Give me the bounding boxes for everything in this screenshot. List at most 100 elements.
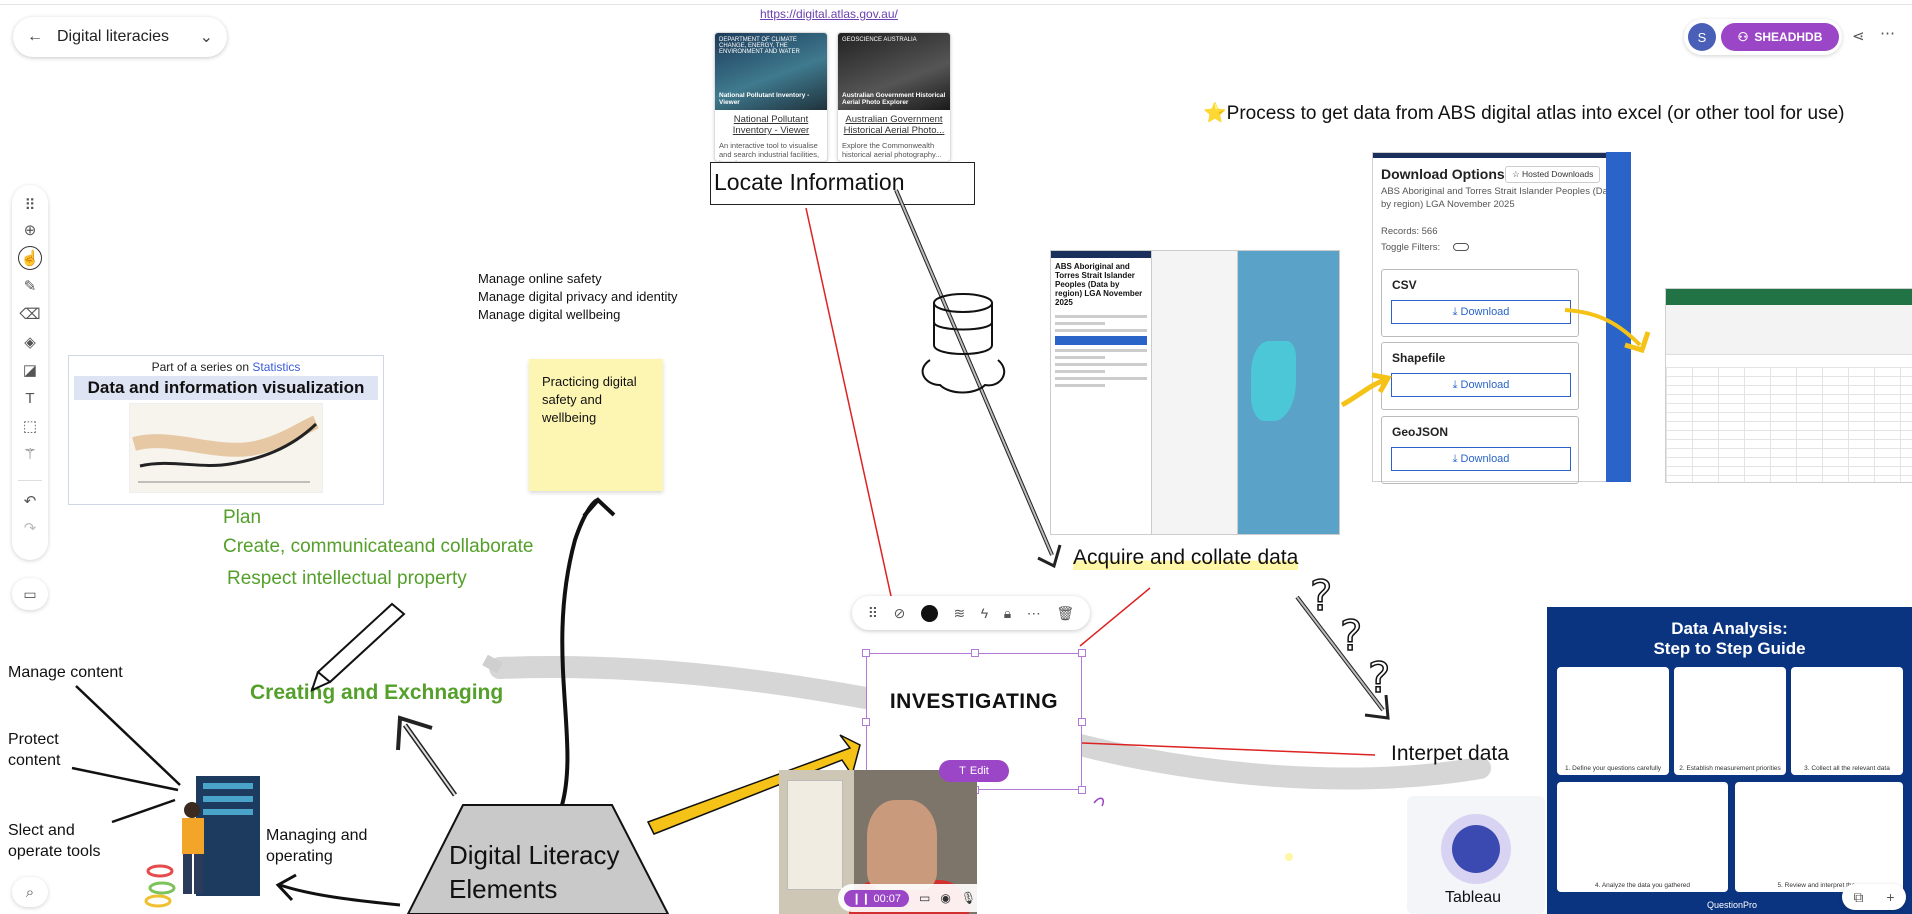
- text-icon[interactable]: T: [25, 389, 35, 407]
- plan-text[interactable]: Plan: [223, 507, 262, 528]
- label-line: operating: [266, 848, 333, 865]
- guide-step: 2. Establish measurement priorities: [1674, 667, 1786, 775]
- investigating-selection[interactable]: [862, 649, 1086, 794]
- undo-icon[interactable]: ↶: [23, 493, 37, 510]
- hosted-downloads-button[interactable]: ☆ Hosted Downloads: [1505, 166, 1601, 183]
- camera-icon[interactable]: ▭: [919, 891, 931, 905]
- tableau-card[interactable]: Tableau: [1407, 796, 1545, 914]
- view-details-button[interactable]: [1055, 336, 1147, 345]
- digital-literacy-elements-label[interactable]: Digital Literacy Elements: [449, 838, 620, 906]
- trash-icon[interactable]: 🗑︎: [1056, 604, 1075, 621]
- layers-icon[interactable]: ≋: [953, 604, 966, 621]
- edit-button[interactable]: T Edit: [939, 760, 1009, 782]
- resize-handle[interactable]: [971, 649, 979, 657]
- respect-ip-text[interactable]: Respect intellectual property: [227, 568, 467, 589]
- text-line: [1055, 370, 1105, 373]
- text-line: [1055, 329, 1147, 332]
- managing-operating-text[interactable]: Managing and operating: [266, 825, 367, 867]
- select-area-icon[interactable]: ⬚: [22, 418, 38, 435]
- hand-icon[interactable]: ☝: [12, 245, 48, 271]
- fill-icon[interactable]: ◈: [24, 334, 36, 351]
- list-item: Manage digital privacy and identity: [478, 289, 678, 304]
- connector-line: [111, 798, 176, 824]
- arrow-left-icon[interactable]: ←: [27, 28, 43, 45]
- eraser-icon[interactable]: ⌫: [19, 306, 41, 323]
- chevron-down-icon[interactable]: ⌄: [199, 29, 213, 46]
- label-line: operate tools: [8, 843, 101, 860]
- redo-icon[interactable]: ↷: [23, 520, 37, 537]
- card-title[interactable]: National Pollutant Inventory - Viewer: [732, 114, 810, 136]
- select-tools-text[interactable]: Slect and operate tools: [8, 820, 101, 862]
- record-icon[interactable]: ◉: [940, 891, 951, 905]
- link-card-pollutant[interactable]: DEPARTMENT OF CLIMATE CHANGE, ENERGY, TH…: [714, 32, 828, 162]
- shapes-icon[interactable]: ◪: [22, 362, 38, 379]
- more-icon[interactable]: ⋯: [1026, 604, 1041, 621]
- slides-icon[interactable]: ▭: [12, 578, 48, 610]
- resize-handle[interactable]: [1078, 786, 1086, 794]
- left-toolbar: ⠿ ⊕ ☝ ✎ ⌫ ◈ ◪ T ⬚ ⚚ ↶ ↷: [12, 185, 48, 560]
- sticky-note[interactable]: Practicing digital safety and wellbeing: [529, 359, 663, 491]
- acquire-data-label[interactable]: Acquire and collate data: [1073, 546, 1299, 570]
- interpet-data-label[interactable]: Interpet data: [1391, 742, 1509, 765]
- download-csv-button[interactable]: ⤓ Download: [1391, 300, 1571, 324]
- lightning-icon[interactable]: ϟ: [980, 605, 989, 621]
- excel-screenshot[interactable]: [1665, 288, 1912, 483]
- atlas-link[interactable]: https://digital.atlas.gov.au/: [760, 7, 898, 21]
- drag-handle-icon[interactable]: ⠿: [24, 197, 36, 214]
- no-fill-icon[interactable]: ⊘: [893, 604, 906, 621]
- mic-off-icon[interactable]: 🎙︎: [960, 891, 977, 905]
- toggle-filters-switch[interactable]: [1453, 243, 1469, 251]
- avatar[interactable]: S: [1688, 23, 1716, 51]
- format-name: CSV: [1392, 278, 1417, 292]
- guide-step: 1. Define your questions carefully: [1557, 667, 1669, 775]
- label-line: Protect: [8, 731, 59, 748]
- link-card-aerial[interactable]: GEOSCIENCE AUSTRALIA Australian Governme…: [837, 32, 951, 162]
- investigating-text[interactable]: INVESTIGATING: [889, 690, 1059, 713]
- excel-ribbon: [1666, 305, 1912, 355]
- download-geojson-button[interactable]: ⤓ Download: [1391, 447, 1571, 471]
- create-communicate-text[interactable]: Create, communicateand collaborate: [223, 536, 534, 557]
- download-options-screenshot[interactable]: Download Options ☆ Hosted Downloads ABS …: [1372, 152, 1631, 484]
- tableau-label: Tableau: [1445, 889, 1502, 906]
- grey-arrow-inner: [1296, 596, 1384, 711]
- board-nav[interactable]: ← Digital literacies ⌄: [13, 17, 227, 57]
- data-analysis-guide-image[interactable]: Data Analysis: Step to Step Guide 1. Def…: [1547, 607, 1912, 914]
- color-picker[interactable]: [920, 604, 938, 622]
- hosted-label: Hosted Downloads: [1521, 169, 1594, 179]
- download-shapefile-button[interactable]: ⤓ Download: [1391, 373, 1571, 397]
- card-title[interactable]: Australian Government Historical Aerial …: [843, 114, 945, 136]
- pages-icon[interactable]: ⧉: [1853, 888, 1864, 905]
- red-connector: [805, 207, 899, 629]
- share-icon[interactable]: ⋖: [1852, 28, 1865, 45]
- data-visualization-image[interactable]: Part of a series on Statistics Data and …: [68, 355, 384, 505]
- black-arrow: [560, 498, 599, 806]
- more-icon[interactable]: ⋯: [1880, 25, 1895, 42]
- digital-atlas-map-screenshot[interactable]: ABS Aboriginal and Torres Strait Islande…: [1050, 250, 1340, 535]
- series-prefix: Part of a series on: [151, 360, 250, 374]
- resize-handle[interactable]: [1078, 718, 1086, 726]
- pencil-icon: [316, 602, 406, 684]
- download-label: Download: [1460, 379, 1510, 391]
- toolbar-divider: [18, 480, 42, 481]
- zoom-icon[interactable]: ⌕: [12, 877, 48, 907]
- add-page-icon[interactable]: +: [1886, 889, 1895, 905]
- step-caption: 3. Collect all the relevant data: [1804, 765, 1890, 772]
- resize-handle[interactable]: [1078, 649, 1086, 657]
- lock-icon[interactable]: 🔒︎: [1003, 604, 1012, 621]
- magic-wand-icon[interactable]: ⚚: [23, 446, 37, 463]
- share-button[interactable]: ⚇ SHEADHDB: [1721, 23, 1839, 51]
- manage-content-text[interactable]: Manage content: [8, 664, 123, 681]
- board-title[interactable]: Digital literacies: [57, 28, 170, 45]
- resize-handle[interactable]: [862, 649, 870, 657]
- bottom-right-controls: ⧉ +: [1842, 884, 1906, 910]
- resize-handle[interactable]: [862, 718, 870, 726]
- add-icon[interactable]: ⊕: [23, 222, 37, 239]
- label-line: Slect and: [8, 822, 75, 839]
- locate-information-box[interactable]: Locate Information: [710, 162, 975, 205]
- protect-content-text[interactable]: Protect content: [8, 729, 60, 771]
- pen-icon[interactable]: ✎: [23, 278, 37, 295]
- recording-timer[interactable]: ❙❙ 00:07: [844, 889, 910, 907]
- process-note[interactable]: ⭐Process to get data from ABS digital at…: [1203, 103, 1845, 124]
- drag-handle-icon[interactable]: ⠿: [867, 604, 879, 621]
- manage-safety-list[interactable]: Manage online safety Manage digital priv…: [478, 270, 677, 324]
